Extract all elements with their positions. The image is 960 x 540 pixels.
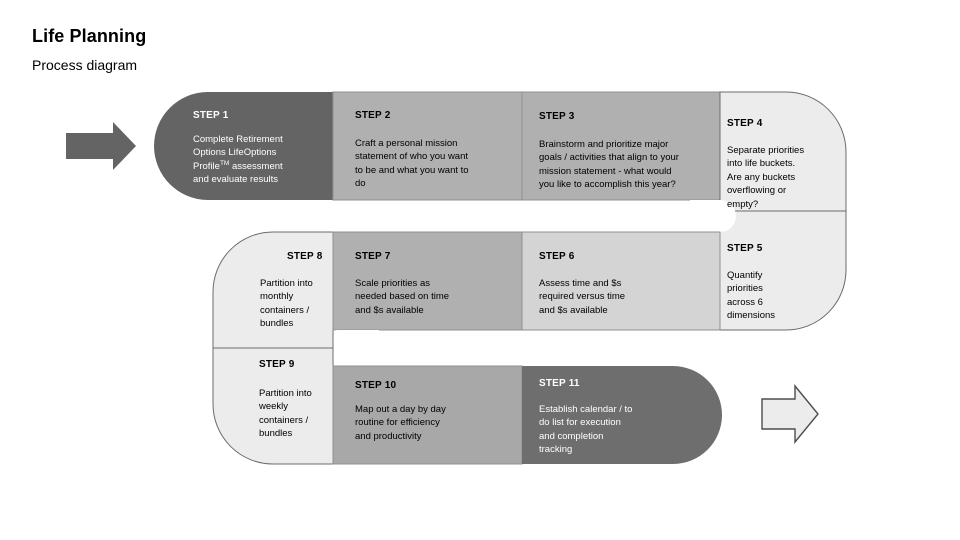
- step-10-label: STEP 10: [355, 380, 397, 391]
- step-1-body: Complete Retirement Options LifeOptions …: [193, 133, 323, 187]
- step-4-label: STEP 4: [727, 118, 763, 129]
- step-10-body: Map out a day by day routine for efficie…: [355, 404, 446, 442]
- step-8-body: Partition into monthly containers / bund…: [260, 278, 313, 330]
- step-11-shape[interactable]: [522, 366, 722, 464]
- step-7-body: Scale priorities as needed based on time…: [355, 278, 450, 316]
- step-1-label: STEP 1: [193, 110, 229, 121]
- step-5-label: STEP 5: [727, 243, 763, 254]
- input-arrow: [66, 122, 136, 170]
- output-arrow: [761, 384, 819, 444]
- right-turn-inner-notch: [720, 200, 736, 232]
- step-2-body: Craft a personal mission statement of wh…: [355, 138, 469, 190]
- step-3-label: STEP 3: [539, 111, 575, 122]
- step-7-shape[interactable]: [332, 231, 523, 331]
- step-4-shape[interactable]: [719, 91, 847, 212]
- step-2-label: STEP 2: [355, 110, 391, 121]
- step-6-label: STEP 6: [539, 251, 575, 262]
- step-3-shape[interactable]: [521, 91, 721, 201]
- step-9-body: Partition into weekly containers / bundl…: [259, 388, 312, 440]
- page-title: Life Planning: [32, 26, 147, 46]
- step-1-body-text: Complete Retirement Options LifeOptions …: [193, 134, 283, 172]
- step-9-label: STEP 9: [259, 359, 295, 370]
- step-5-body: Quantify priorities across 6 dimensions: [727, 270, 776, 322]
- step-8-shape[interactable]: [212, 231, 334, 349]
- step-11-body: Establish calendar / to do list for exec…: [539, 404, 633, 456]
- step-11-label: STEP 11: [539, 378, 580, 389]
- step-1-shape[interactable]: [154, 92, 333, 200]
- step-9-shape[interactable]: [212, 347, 334, 465]
- step-7-label: STEP 7: [355, 251, 391, 262]
- right-notch-arc: [690, 200, 722, 232]
- step-3-body: Brainstorm and prioritize major goals / …: [539, 139, 679, 191]
- step-4-body: Separate priorities into life buckets. A…: [727, 145, 805, 210]
- step-6-shape[interactable]: [521, 231, 721, 331]
- step-1-trademark: TM: [219, 159, 230, 167]
- step-10-shape[interactable]: [332, 365, 523, 465]
- step-2-shape[interactable]: [332, 91, 523, 201]
- page-subtitle: Process diagram: [32, 57, 138, 73]
- left-notch-fill: [349, 330, 379, 366]
- step-5-shape[interactable]: [719, 210, 847, 331]
- step-8-label: STEP 8: [287, 251, 323, 262]
- step-6-body: Assess time and $s required versus time …: [539, 278, 626, 316]
- step-1-body-suffix: assessment and evaluate results: [193, 160, 283, 186]
